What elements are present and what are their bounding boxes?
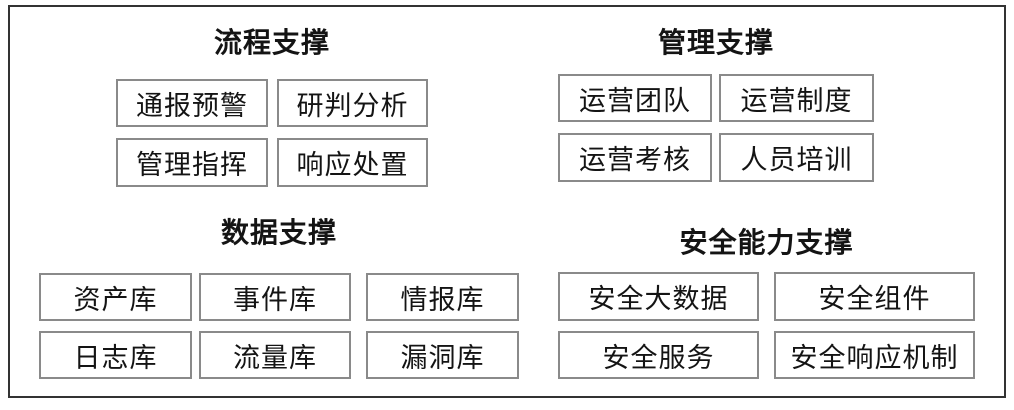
box-security-components: 安全组件 [774,272,975,321]
box-management-command: 管理指挥 [116,138,268,187]
box-notification-warning: 通报预警 [116,79,268,127]
box-operations-assessment: 运营考核 [558,133,712,182]
box-operations-policy: 运营制度 [719,74,874,122]
section-title-management-support: 管理支撑 [657,28,774,59]
section-title-data-support: 数据支撑 [220,218,337,249]
box-event-database: 事件库 [199,273,351,321]
box-traffic-database: 流量库 [199,331,351,379]
box-personnel-training: 人员培训 [719,133,874,182]
diagram-outer-frame [8,5,1006,398]
box-analysis-judgment: 研判分析 [277,79,428,127]
box-intelligence-database: 情报库 [366,273,519,321]
box-security-services: 安全服务 [558,331,759,379]
box-response-handling: 响应处置 [277,138,428,187]
box-security-response-mechanism: 安全响应机制 [774,331,975,379]
box-operations-team: 运营团队 [558,74,712,122]
box-security-big-data: 安全大数据 [558,272,759,321]
box-asset-database: 资产库 [39,273,192,321]
section-title-security-capability-support: 安全能力支撑 [679,228,854,259]
section-title-process-support: 流程支撑 [213,28,330,59]
box-log-database: 日志库 [39,331,192,379]
box-vulnerability-database: 漏洞库 [366,331,519,379]
